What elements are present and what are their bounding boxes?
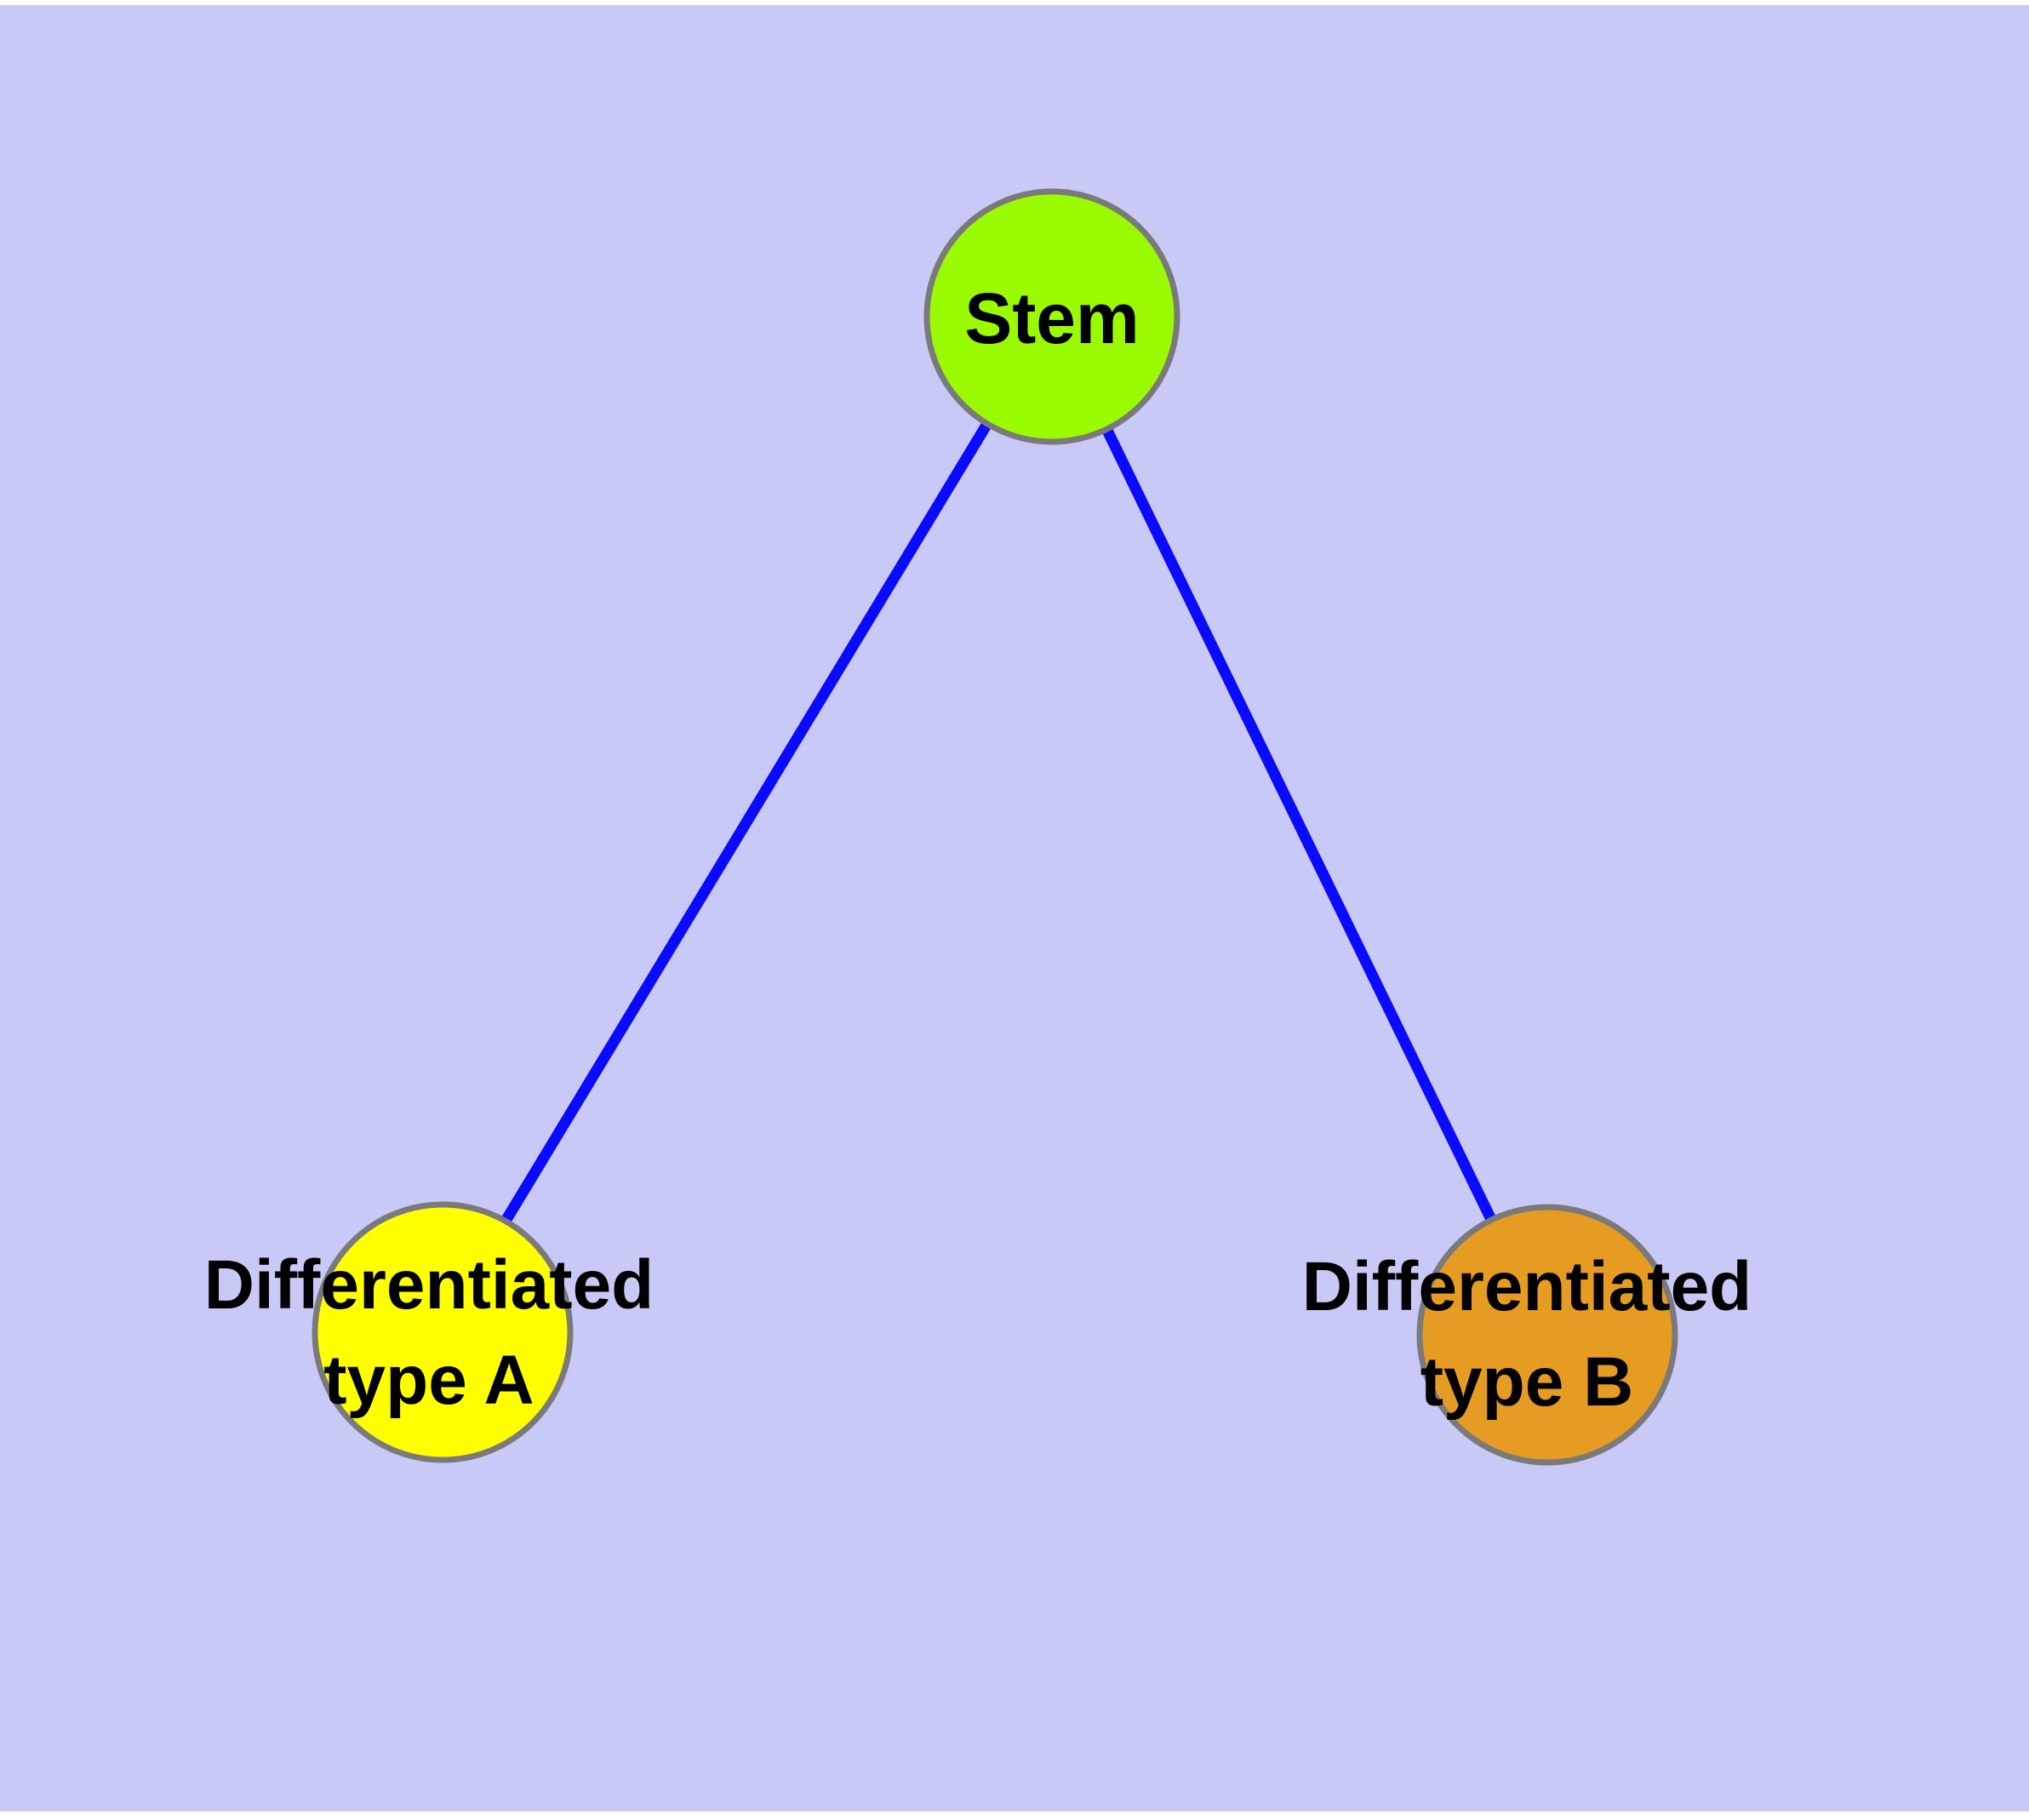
- node-label-stem: Stem: [964, 276, 1139, 361]
- node-label-stem-line1: Stem: [964, 278, 1140, 358]
- node-type-a-circle: [311, 1201, 574, 1463]
- node-label-type-b-line1: Differentiated: [1301, 1248, 1752, 1325]
- node-label-type-a-line1: Differentiated: [203, 1246, 654, 1324]
- node-stem-circle: [923, 188, 1180, 445]
- node-label-type-b: Differentiated type B: [1302, 1239, 1752, 1430]
- node-label-type-a: Differentiated type A: [204, 1238, 654, 1428]
- edge-stem-to-type-b: [1047, 314, 1552, 1337]
- node-label-type-b-line2: type B: [1420, 1343, 1634, 1421]
- edge-stem-to-type-a: [433, 313, 1057, 1336]
- node-label-type-a-line2: type A: [323, 1342, 534, 1419]
- node-type-b-circle: [1416, 1204, 1678, 1466]
